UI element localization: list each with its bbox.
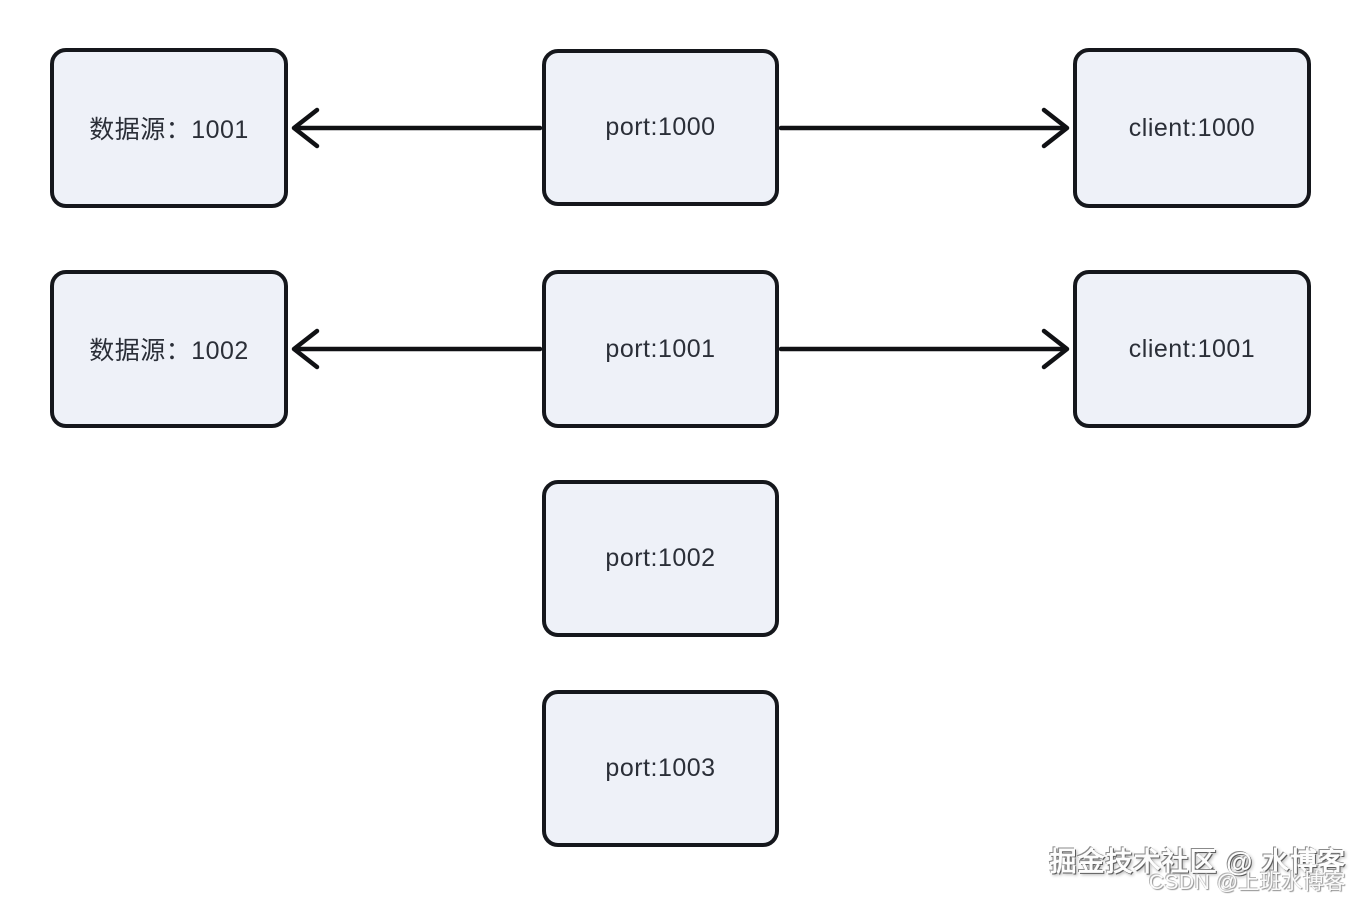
node-port-1003: port:1003 <box>542 690 779 847</box>
node-datasource-1002: 数据源：1002 <box>50 270 288 428</box>
node-label: 数据源：1002 <box>89 337 249 365</box>
arrow-port1000-to-client1000 <box>778 107 1070 149</box>
watermark-line-csdn: CSDN @上班水博客 <box>1148 870 1346 894</box>
node-label: client:1000 <box>1128 113 1256 142</box>
node-port-1001: port:1001 <box>542 270 779 428</box>
node-label: port:1000 <box>605 113 716 141</box>
watermark: 掘金技术社区 @ 水博客 CSDN @上班水博客 <box>1049 846 1346 894</box>
node-port-1002: port:1002 <box>542 480 779 637</box>
node-label: port:1003 <box>605 754 716 782</box>
watermark-line-juejin: 掘金技术社区 @ 水博客 <box>1049 846 1346 877</box>
node-datasource-1001: 数据源：1001 <box>50 48 288 208</box>
arrow-port1001-to-datasource1002 <box>291 328 543 370</box>
node-label: 数据源：1001 <box>89 116 249 144</box>
node-label: port:1001 <box>605 334 716 363</box>
node-client-1000: client:1000 <box>1073 48 1311 208</box>
arrow-port1000-to-datasource1001 <box>291 107 543 149</box>
node-label: port:1002 <box>605 544 716 572</box>
node-client-1001: client:1001 <box>1073 270 1311 428</box>
node-label: client:1001 <box>1128 334 1256 363</box>
node-port-1000: port:1000 <box>542 49 779 206</box>
arrow-port1001-to-client1001 <box>778 328 1070 370</box>
